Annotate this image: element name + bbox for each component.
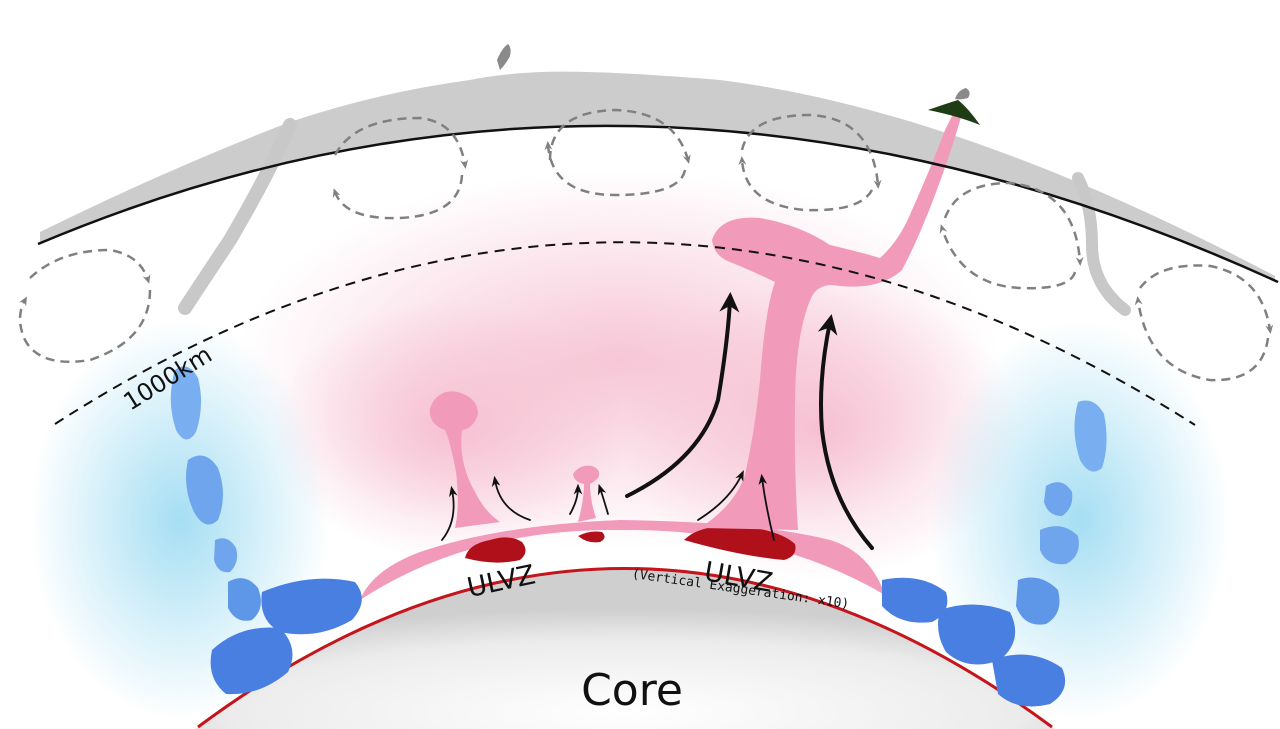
volcano-icon: [928, 88, 980, 125]
ulvz-patches: [465, 525, 796, 563]
core-mantle-boundary: [197, 567, 1053, 729]
core-label: Core: [581, 665, 683, 716]
depth-line-1000km: [54, 241, 1196, 426]
convection-cells: [18, 108, 1274, 382]
volcano-icon-small: [497, 44, 511, 70]
small-flow-arrows: [441, 470, 775, 541]
upwelling-arrows: [625, 292, 874, 550]
earth-surface: [37, 124, 1279, 284]
slab-blobs: [170, 366, 1107, 707]
subducting-slabs: [178, 118, 1131, 316]
lithosphere: [40, 71, 1275, 283]
plumes: [429, 104, 963, 530]
